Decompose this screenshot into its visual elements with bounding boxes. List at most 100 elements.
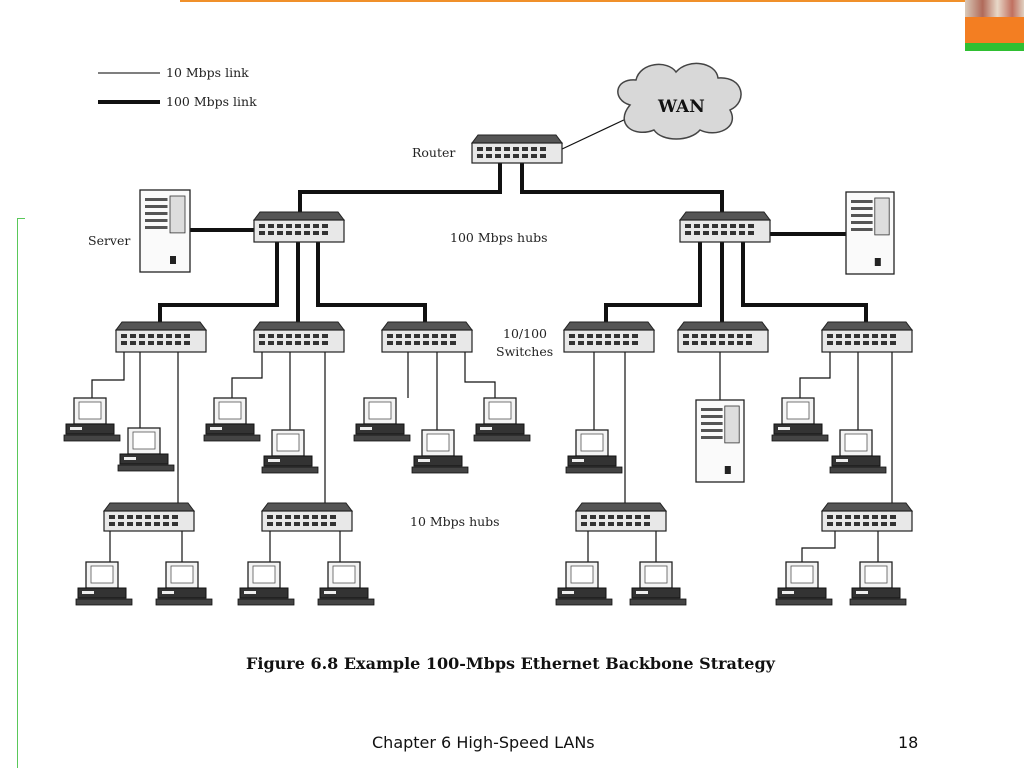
switch-3-port bbox=[423, 341, 429, 345]
pc-13-base bbox=[239, 587, 289, 599]
hub-10-a-port bbox=[118, 522, 124, 526]
pc-2 bbox=[117, 427, 175, 472]
switch-4-port bbox=[614, 334, 620, 338]
router-device-top bbox=[471, 134, 563, 144]
hub-10-b-port bbox=[276, 515, 282, 519]
pc-2-base bbox=[119, 453, 169, 465]
server-label: Server bbox=[88, 233, 130, 248]
hub-10-a-port bbox=[145, 515, 151, 519]
hub-100-right-port bbox=[748, 231, 754, 235]
hub-10-c-port bbox=[599, 522, 605, 526]
pc-11 bbox=[75, 561, 133, 606]
switch-6-port bbox=[845, 334, 851, 338]
switch-6-port bbox=[863, 341, 869, 345]
pc-10 bbox=[829, 429, 887, 474]
hub-100-left-port bbox=[259, 231, 265, 235]
hub-10-c-port bbox=[626, 515, 632, 519]
switch-4-port bbox=[569, 334, 575, 338]
server-right-vent bbox=[851, 200, 873, 203]
switch-5-port bbox=[692, 341, 698, 345]
pc-12 bbox=[155, 561, 213, 606]
pc-12-drive bbox=[162, 591, 174, 594]
hub-10-b-port bbox=[267, 515, 273, 519]
link-hubR-sw4 bbox=[604, 242, 702, 323]
pc-11-base bbox=[77, 587, 127, 599]
switch-6-port bbox=[836, 334, 842, 338]
hub-10-a-port bbox=[136, 515, 142, 519]
hub-10-b-port bbox=[276, 522, 282, 526]
pc-6-keyboard bbox=[411, 466, 469, 474]
pc-8-drive bbox=[572, 459, 584, 462]
hub-10-d-port bbox=[854, 522, 860, 526]
pc-16-base bbox=[631, 587, 681, 599]
switch-1-port bbox=[184, 334, 190, 338]
pc-7-base bbox=[475, 423, 525, 435]
switch-4-port bbox=[632, 334, 638, 338]
switch-3-port bbox=[432, 334, 438, 338]
server-right-bay bbox=[874, 197, 890, 236]
switch-5-port bbox=[737, 334, 743, 338]
pc-12-keyboard bbox=[155, 598, 213, 606]
pc-14 bbox=[317, 561, 375, 606]
switch-3-top bbox=[381, 321, 473, 331]
router-label: Router bbox=[412, 145, 455, 160]
hub-10-a-port bbox=[163, 515, 169, 519]
router-device-port bbox=[531, 147, 537, 151]
page-number: 18 bbox=[898, 733, 919, 752]
pc-15-keyboard bbox=[555, 598, 613, 606]
switch-6-port bbox=[890, 341, 896, 345]
pc-1-drive bbox=[70, 427, 82, 430]
router-device-port bbox=[495, 154, 501, 158]
hub-10-c-port bbox=[590, 522, 596, 526]
pc-13-keyboard bbox=[237, 598, 295, 606]
hub-10-b-port bbox=[312, 515, 318, 519]
switch-5-port bbox=[737, 341, 743, 345]
hub-100-right bbox=[679, 211, 771, 243]
switch-2 bbox=[253, 321, 345, 353]
hub-10-b-port bbox=[321, 522, 327, 526]
switch-2-port bbox=[295, 341, 301, 345]
pc-2-screen bbox=[132, 431, 156, 450]
pc-8-keyboard bbox=[565, 466, 623, 474]
pc-11-drive bbox=[82, 591, 94, 594]
server-left-vent bbox=[145, 212, 168, 215]
switch-3-port bbox=[414, 341, 420, 345]
switch-6-top bbox=[821, 321, 913, 331]
pc-17-base bbox=[777, 587, 827, 599]
hub-100-left-port bbox=[295, 224, 301, 228]
server-left-vent bbox=[145, 226, 168, 229]
switch-4-port bbox=[596, 341, 602, 345]
hub-10-a-port bbox=[109, 522, 115, 526]
hub-10-a-port bbox=[109, 515, 115, 519]
hub-10-b-port bbox=[294, 515, 300, 519]
switch-6 bbox=[821, 321, 913, 353]
pc-15-base bbox=[557, 587, 607, 599]
switch-6-port bbox=[845, 341, 851, 345]
hub-100-left-port bbox=[313, 224, 319, 228]
pc-18 bbox=[849, 561, 907, 606]
router-device-port bbox=[513, 154, 519, 158]
pc-3 bbox=[203, 397, 261, 442]
hub-100-right-port bbox=[721, 224, 727, 228]
hub-10-d-port bbox=[827, 522, 833, 526]
switch-2-port bbox=[313, 334, 319, 338]
pc-4-screen bbox=[276, 433, 300, 452]
switch-5-port bbox=[719, 334, 725, 338]
switch-2-port bbox=[277, 341, 283, 345]
hub-100-left-port bbox=[277, 224, 283, 228]
hub-100-left-port bbox=[268, 224, 274, 228]
switch-2-port bbox=[277, 334, 283, 338]
switch-1-port bbox=[166, 341, 172, 345]
pc-10-keyboard bbox=[829, 466, 887, 474]
switch-2-top bbox=[253, 321, 345, 331]
link-hub10d-pc17 bbox=[801, 530, 836, 562]
pc-15-drive bbox=[562, 591, 574, 594]
switch-1-port bbox=[148, 334, 154, 338]
pc-18-screen bbox=[864, 565, 888, 584]
pc-11-screen bbox=[90, 565, 114, 584]
hub-10-d bbox=[821, 502, 913, 532]
pc-5 bbox=[353, 397, 411, 442]
pc-9-drive bbox=[778, 427, 790, 430]
switch-4-port bbox=[587, 341, 593, 345]
router-device-port bbox=[522, 154, 528, 158]
